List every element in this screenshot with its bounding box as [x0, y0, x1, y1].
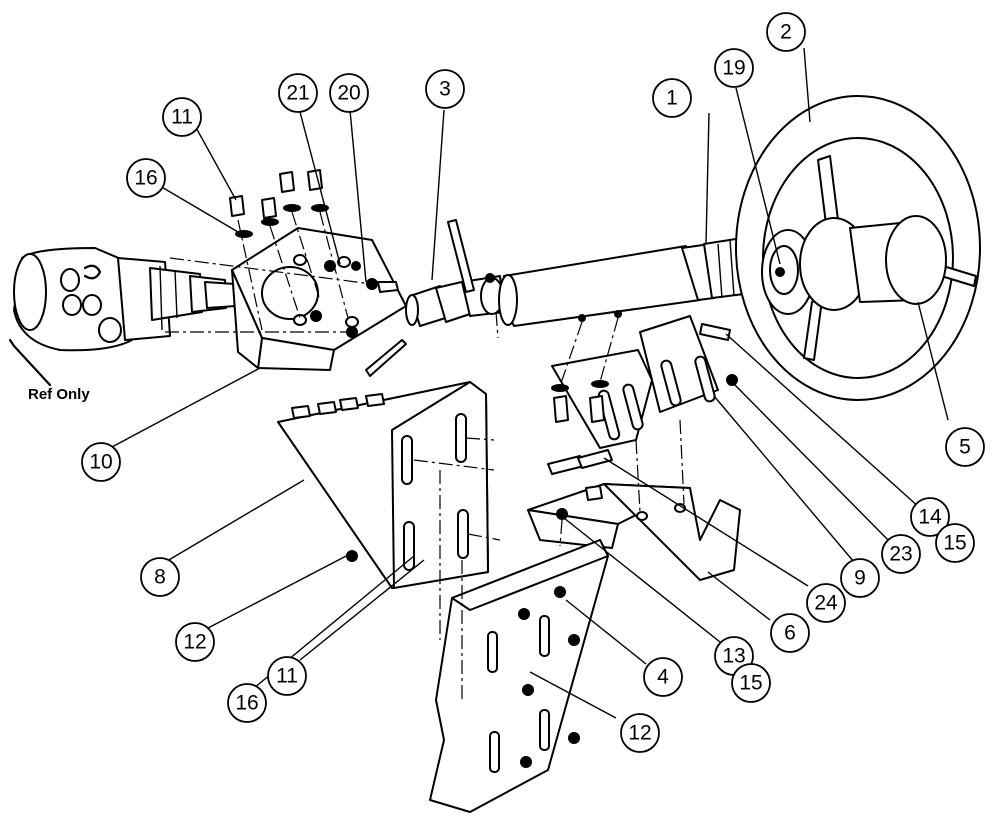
steering-unit-ref — [13, 247, 237, 352]
callout-16-upper-label: 16 — [134, 167, 157, 190]
callout-9: 9 — [840, 558, 880, 598]
callout-6: 6 — [770, 613, 810, 653]
main-upright-plate — [277, 381, 501, 589]
callout-20-label: 20 — [337, 82, 360, 105]
callout-15-right: 15 — [935, 523, 975, 563]
callout-8-label: 8 — [154, 566, 166, 589]
callout-16-lower: 16 — [227, 683, 267, 723]
callout-23-label: 23 — [889, 543, 912, 566]
callout-16-lower-label: 16 — [235, 692, 258, 715]
callout-3: 3 — [425, 69, 465, 109]
callout-24-label: 24 — [814, 592, 838, 615]
callout-2: 2 — [766, 12, 806, 52]
callout-9-label: 9 — [854, 567, 866, 590]
callout-11-lower-label: 11 — [276, 665, 298, 688]
steering-column — [498, 237, 748, 327]
ref-only-pointer: Ref Only — [8, 338, 90, 403]
callout-12-bottom-label: 12 — [628, 722, 651, 745]
steering-wheel — [735, 95, 981, 401]
callout-10-label: 10 — [89, 451, 112, 474]
callout-8: 8 — [140, 557, 180, 597]
callout-19: 19 — [714, 48, 754, 88]
callout-4-label: 4 — [657, 666, 669, 689]
callout-15-right-label: 15 — [943, 532, 966, 555]
callout-4: 4 — [643, 657, 683, 697]
callout-5-label: 5 — [959, 436, 971, 459]
callout-2-label: 2 — [780, 21, 792, 44]
callout-11-upper-label: 11 — [171, 106, 193, 129]
callout-14: 14 — [910, 497, 950, 537]
callout-1: 1 — [652, 78, 692, 118]
callout-10: 10 — [81, 442, 121, 482]
callout-1-label: 1 — [666, 87, 678, 110]
callout-19-label: 19 — [722, 57, 745, 80]
callout-24: 24 — [806, 583, 846, 623]
callout-21: 21 — [278, 73, 318, 113]
u-joint-coupling — [405, 219, 505, 339]
callout-12-left: 12 — [175, 622, 215, 662]
lower-channel-bracket — [527, 419, 741, 581]
callout-12-left-label: 12 — [183, 631, 206, 654]
callout-13-label: 13 — [722, 645, 745, 668]
frame-plate — [429, 470, 609, 813]
callout-3-label: 3 — [439, 78, 451, 101]
callout-5: 5 — [945, 427, 985, 467]
column-support-bracket — [547, 315, 738, 475]
callout-21-label: 21 — [286, 82, 309, 105]
callout-12-bottom: 12 — [620, 713, 660, 753]
callout-20: 20 — [329, 73, 369, 113]
callout-15-lower: 15 — [731, 663, 771, 703]
callout-16-upper: 16 — [126, 158, 166, 198]
callout-11-lower: 11 — [267, 656, 307, 696]
callout-6-label: 6 — [784, 622, 796, 645]
callout-23: 23 — [881, 534, 921, 574]
callout-14-label: 14 — [918, 506, 942, 529]
callout-11-upper: 11 — [162, 97, 202, 137]
callout-15-lower-label: 15 — [739, 672, 762, 695]
ref-only-label: Ref Only — [28, 386, 90, 403]
bracket-side-hardware — [165, 257, 407, 377]
mount-bracket — [231, 227, 407, 371]
leader-lines — [109, 47, 949, 719]
